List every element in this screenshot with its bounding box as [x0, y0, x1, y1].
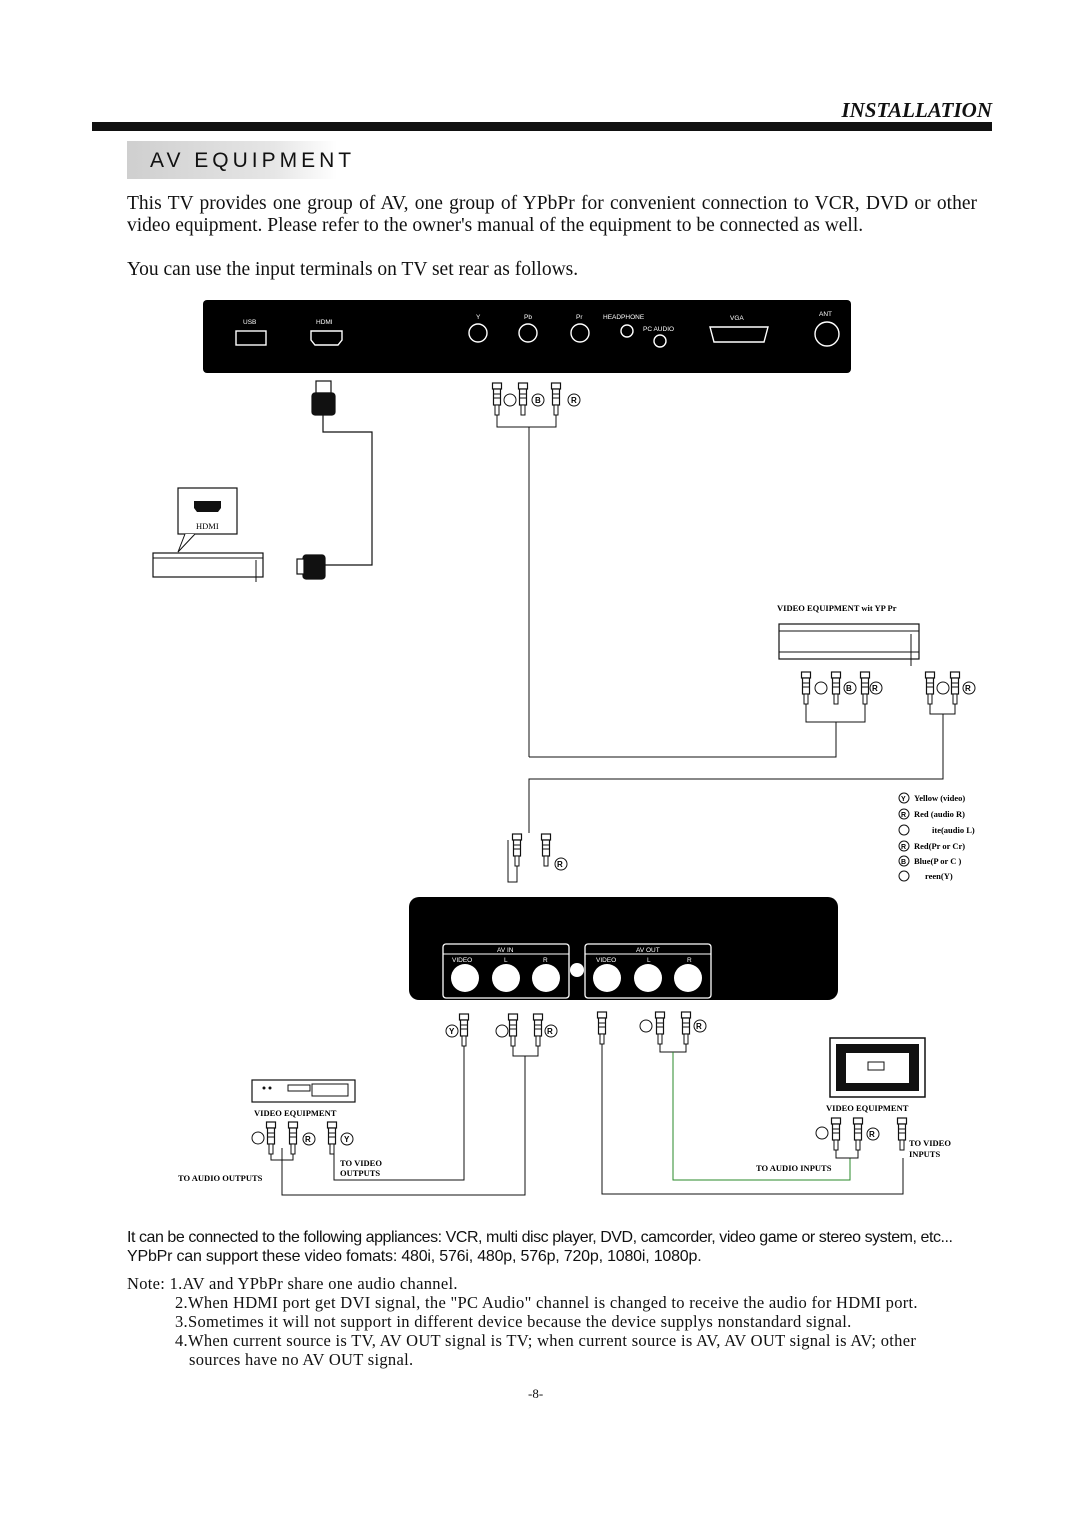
svg-text:VIDEO: VIDEO — [596, 957, 616, 964]
pr-port-label: Pr — [576, 314, 583, 321]
page-number: -8- — [528, 1386, 544, 1401]
video-equipment-right: VIDEO EQUIPMENT R TO AUDIO INPUTS TO VID… — [756, 1037, 951, 1173]
page-header-title: INSTALLATION — [841, 98, 992, 122]
hdmi-port-label: HDMI — [316, 319, 333, 326]
section-title: AV EQUIPMENT — [150, 149, 356, 172]
av-panel: AV IN VIDEO L R AV OUT VIDEO L R — [409, 897, 838, 1000]
to-audio-inputs-label: TO AUDIO INPUTS — [756, 1163, 832, 1173]
svg-text:VIDEO: VIDEO — [452, 957, 472, 964]
pr-jack — [570, 323, 590, 343]
ypbpr-device-label: VIDEO EQUIPMENT wit YP Pr — [777, 603, 897, 613]
svg-text:Red (audio R): Red (audio R) — [914, 809, 965, 819]
y-port-label: Y — [476, 314, 481, 321]
svg-text:R: R — [872, 684, 878, 693]
hdmi-source-device: HDMI — [152, 487, 264, 582]
svg-text:INPUTS: INPUTS — [909, 1149, 940, 1159]
to-video-inputs-label: TO VIDEO — [909, 1138, 951, 1148]
note-3: 3.Sometimes it will not support in diffe… — [175, 1312, 852, 1331]
usb-port-label: USB — [243, 319, 256, 326]
pb-jack — [518, 323, 538, 343]
color-legend: Y Yellow (video) R Red (audio R) ite(aud… — [898, 792, 975, 882]
hdmi-device-label: HDMI — [196, 521, 219, 531]
svg-text:R: R — [305, 1135, 311, 1144]
left-device-label: VIDEO EQUIPMENT — [254, 1108, 337, 1118]
headphone-jack — [620, 324, 634, 338]
ypbpr-device: VIDEO EQUIPMENT wit YP Pr B R R — [528, 603, 976, 833]
pc-audio-jack — [653, 334, 667, 348]
note-2: 2.When HDMI port get DVI signal, the "PC… — [175, 1293, 918, 1312]
headphone-label: HEADPHONE — [603, 314, 645, 321]
svg-text:R: R — [687, 957, 692, 964]
note-1: Note: 1.AV and YPbPr share one audio cha… — [127, 1274, 458, 1293]
vga-port — [709, 326, 769, 343]
to-audio-outputs-label: TO AUDIO OUTPUTS — [178, 1173, 263, 1183]
svg-text:Yellow (video): Yellow (video) — [914, 793, 965, 803]
svg-text:Y: Y — [344, 1135, 350, 1144]
svg-text:R: R — [557, 860, 563, 869]
svg-text:Red(Pr or Cr): Red(Pr or Cr) — [914, 841, 965, 851]
svg-text:L: L — [504, 957, 508, 964]
ant-port-label: ANT — [819, 311, 832, 318]
usb-port — [235, 330, 267, 346]
svg-text:ite(audio L): ite(audio L) — [932, 825, 975, 835]
tv-rear-panel: USB HDMI Y Pb Pr HEADPHONE PC AUDIO VGA … — [203, 300, 851, 373]
section-title-box — [127, 141, 337, 179]
svg-text:Y: Y — [449, 1027, 455, 1036]
to-video-outputs-label: TO VIDEO — [340, 1158, 382, 1168]
svg-text:R: R — [696, 1022, 702, 1031]
notes-block: Note: 1.AV and YPbPr share one audio cha… — [127, 1274, 997, 1369]
av-out-label: AV OUT — [636, 947, 660, 954]
compat-line-2: YPbPr can support these video fomats: 48… — [127, 1248, 702, 1265]
ant-jack — [814, 321, 840, 347]
header-rule — [92, 122, 992, 131]
plug-code-r: R — [571, 396, 577, 405]
svg-text:Blue(P or C ): Blue(P or C ) — [914, 856, 961, 866]
component-cable-tv-end: B R — [491, 382, 837, 758]
svg-text:R: R — [901, 844, 906, 851]
pb-port-label: Pb — [524, 314, 532, 321]
intro-instruction: You can use the input terminals on TV se… — [127, 259, 579, 280]
svg-text:R: R — [547, 1027, 553, 1036]
svg-text:R: R — [901, 812, 906, 819]
note-4: 4.When current source is TV, AV OUT sign… — [175, 1331, 917, 1350]
hdmi-port — [310, 330, 343, 346]
y-jack — [468, 323, 488, 343]
audio-cable-av-in: R — [507, 833, 568, 883]
intro-paragraph: This TV provides one group of AV, one gr… — [127, 193, 977, 236]
svg-text:R: R — [869, 1130, 875, 1139]
svg-text:B: B — [901, 859, 906, 866]
plug-code-b: B — [535, 396, 541, 405]
compat-line-1: It can be connected to the following app… — [127, 1229, 953, 1246]
svg-text:R: R — [965, 684, 971, 693]
video-equipment-left: VIDEO EQUIPMENT R Y TO AUDIO OUTPUTS TO … — [178, 1079, 382, 1183]
svg-text:Y: Y — [901, 796, 906, 803]
av-in-label: AV IN — [497, 947, 514, 954]
svg-text:L: L — [647, 957, 651, 964]
svg-text:OUTPUTS: OUTPUTS — [340, 1168, 380, 1178]
svg-text:reen(Y): reen(Y) — [925, 871, 953, 881]
right-device-label: VIDEO EQUIPMENT — [826, 1103, 909, 1113]
av-cables-bottom: Y R R — [281, 1011, 904, 1196]
note-4-cont: sources have no AV OUT signal. — [189, 1350, 414, 1369]
pc-audio-label: PC AUDIO — [643, 326, 674, 333]
svg-text:R: R — [543, 957, 548, 964]
hdmi-cable — [296, 380, 373, 580]
vga-port-label: VGA — [730, 315, 744, 322]
svg-text:B: B — [846, 684, 852, 693]
